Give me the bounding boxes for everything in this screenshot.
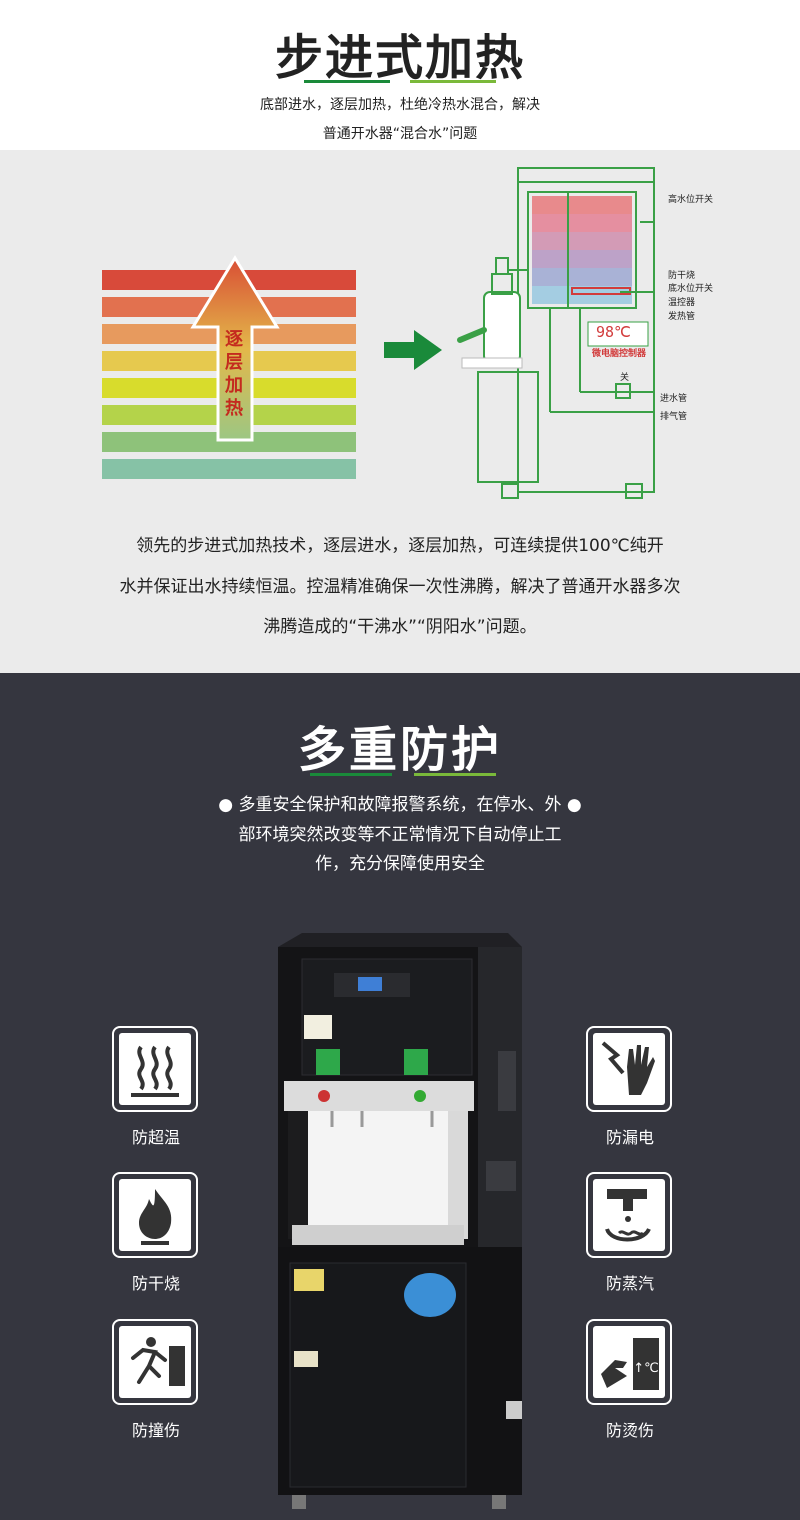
label-thermostat: 温控器 (668, 298, 696, 308)
label-controller: 微电脑控制器 (592, 349, 647, 359)
heating-layer-stripe (102, 459, 356, 479)
arrow-text: 逐 层 加 热 (219, 328, 249, 420)
description-line3: 沸腾造成的“干沸水”“阴阳水”问题。 (263, 617, 537, 637)
arrow-char: 加 (225, 375, 243, 396)
description-line2: 水并保证出水持续恒温。控温精准确保一次性沸腾，解决了普通开水器多次 (119, 577, 681, 597)
feature-label: 防漏电 (605, 1128, 654, 1147)
arrow-char: 热 (225, 398, 243, 419)
feature-icon-box (112, 1319, 198, 1405)
title-underline-left (310, 773, 392, 776)
label-anti-dry: 防干烧 (668, 271, 696, 281)
heating-layer-stripe (102, 432, 356, 452)
label-high-switch: 高水位开关 (668, 195, 714, 205)
label-display: 98℃ (596, 323, 631, 341)
arrow-char: 逐 (225, 329, 243, 350)
feature-icon-box (586, 1026, 672, 1112)
flame-icon (119, 1179, 191, 1251)
right-arrow-icon (384, 330, 442, 370)
hand-temperature-icon: ↑℃ (593, 1326, 665, 1398)
label-inlet: 进水管 (660, 394, 688, 404)
label-heating-tube: 发热管 (668, 312, 696, 322)
section-title: 多重防护 (297, 722, 502, 778)
section-subtitle-line1: 底部进水，逐层加热，杜绝冷热水混合，解决 (260, 97, 540, 113)
label-exhaust: 排气管 (660, 412, 688, 422)
water-boiler-image (278, 933, 522, 1509)
feature-icon-box (112, 1026, 198, 1112)
arrow-char: 层 (225, 352, 243, 373)
feature-label: 防超温 (131, 1128, 180, 1147)
section-subtitle-line3: 作，充分保障使用安全 (315, 854, 485, 874)
feature-icon-box (586, 1172, 672, 1258)
faucet-steam-icon (593, 1179, 665, 1251)
upward-arrow-icon (190, 255, 280, 442)
electric-hand-icon (593, 1033, 665, 1105)
feature-label: 防蒸汽 (605, 1274, 654, 1293)
heater-diagram (457, 167, 655, 499)
section-title: 步进式加热 (274, 30, 525, 86)
title-underline-right (414, 773, 496, 776)
feature-label: 防干烧 (131, 1274, 180, 1293)
section-subtitle-line1: ● 多重安全保护和故障报警系统，在停水、外 ● (218, 795, 582, 815)
section-stepped-heating-body: 逐 层 加 热 (0, 150, 800, 673)
feature-icon-box: ↑℃ (586, 1319, 672, 1405)
section-stepped-heating-header: 步进式加热 底部进水，逐层加热，杜绝冷热水混合，解决 普通开水器“混合水”问题 (0, 0, 800, 150)
description-line1: 领先的步进式加热技术，逐层进水，逐层加热，可连续提供100℃纯开 (136, 536, 664, 556)
title-underline-left (304, 80, 390, 83)
label-low-switch: 底水位开关 (668, 284, 714, 294)
heat-waves-icon (119, 1033, 191, 1105)
feature-label: 防撞伤 (131, 1421, 180, 1440)
section-subtitle-line2: 普通开水器“混合水”问题 (322, 126, 478, 142)
svg-text:↑℃: ↑℃ (633, 1361, 659, 1376)
label-valve: 关 (620, 373, 630, 383)
feature-icon-box (112, 1172, 198, 1258)
title-underline-right (410, 80, 496, 83)
feature-label: 防烫伤 (605, 1421, 654, 1440)
section-multi-protection: 多重防护 ● 多重安全保护和故障报警系统，在停水、外 ● 部环境突然改变等不正常… (0, 673, 800, 1520)
section-subtitle-line2: 部环境突然改变等不正常情况下自动停止工 (238, 825, 562, 845)
running-person-icon (119, 1326, 191, 1398)
